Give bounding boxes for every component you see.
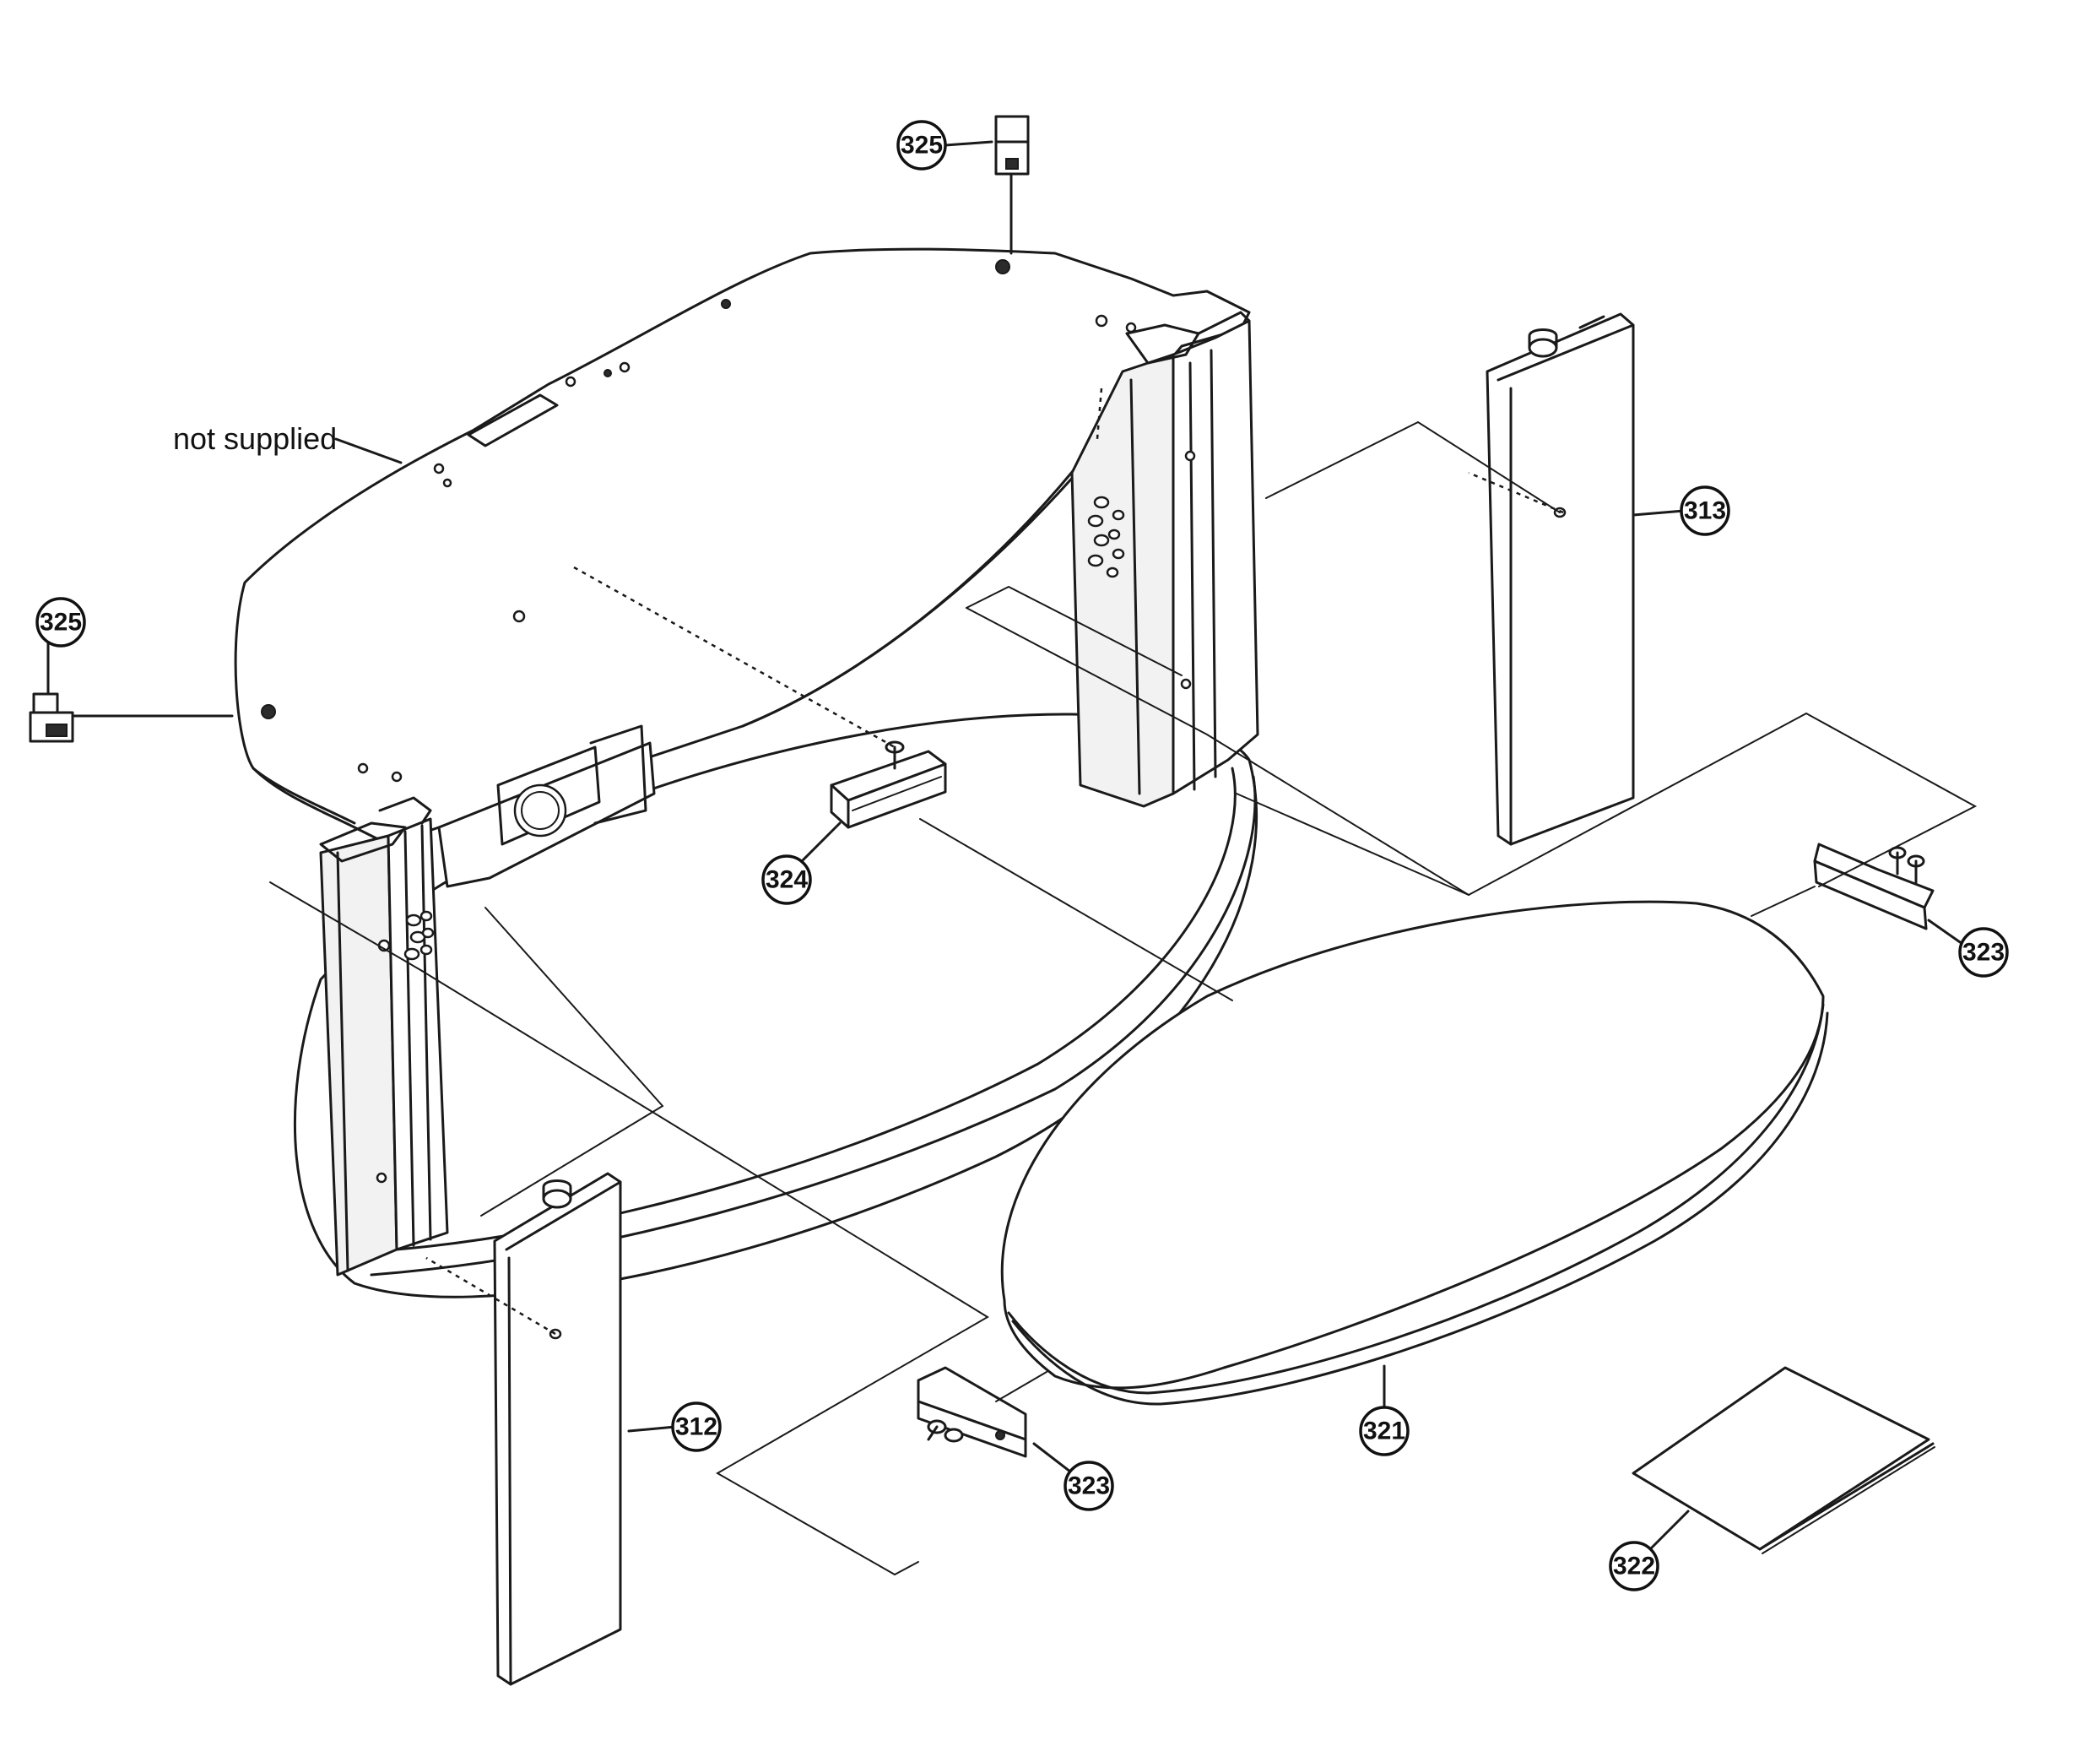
callout-323-right-label: 323 (1962, 939, 2005, 967)
part-313-side-panel (1486, 312, 1635, 846)
callout-325-left: 325 (35, 597, 86, 648)
callout-325-top-label: 325 (901, 132, 943, 160)
callout-312: 312 (671, 1401, 722, 1452)
part-325-top (994, 115, 1030, 255)
part-324-bracket (830, 740, 947, 829)
callout-323-bottom: 323 (1064, 1461, 1114, 1511)
callout-322: 322 (1609, 1541, 1659, 1591)
rear-back-panel (437, 724, 656, 888)
callout-313: 313 (1680, 485, 1730, 536)
callout-325-top: 325 (896, 120, 947, 171)
callout-313-label: 313 (1684, 497, 1726, 525)
callout-322-label: 322 (1613, 1553, 1655, 1580)
assembly-projection-lines (269, 420, 1978, 1575)
callout-324-label: 324 (766, 866, 808, 894)
callout-323-right: 323 (1958, 927, 2009, 978)
callout-325-left-label: 325 (40, 609, 82, 637)
part-322-sheet (1632, 1366, 1935, 1554)
part-312-side-panel (493, 1172, 622, 1686)
not-supplied-note: not supplied (173, 421, 337, 456)
callout-324: 324 (761, 854, 812, 905)
top-shelf-panel (234, 247, 1251, 846)
right-rear-column (1070, 311, 1259, 808)
assembly-guide-lines (425, 388, 1564, 1336)
left-front-column (319, 796, 449, 1277)
part-325-left (29, 692, 234, 743)
part-321-shelf (1000, 900, 1829, 1406)
callout-321-label: 321 (1363, 1418, 1405, 1445)
callout-321: 321 (1359, 1406, 1410, 1456)
callout-312-label: 312 (675, 1413, 717, 1441)
part-323-bracket-bottom (917, 1366, 1027, 1458)
part-323-bracket-right (1813, 843, 1935, 930)
callout-323-bottom-label: 323 (1068, 1472, 1110, 1500)
